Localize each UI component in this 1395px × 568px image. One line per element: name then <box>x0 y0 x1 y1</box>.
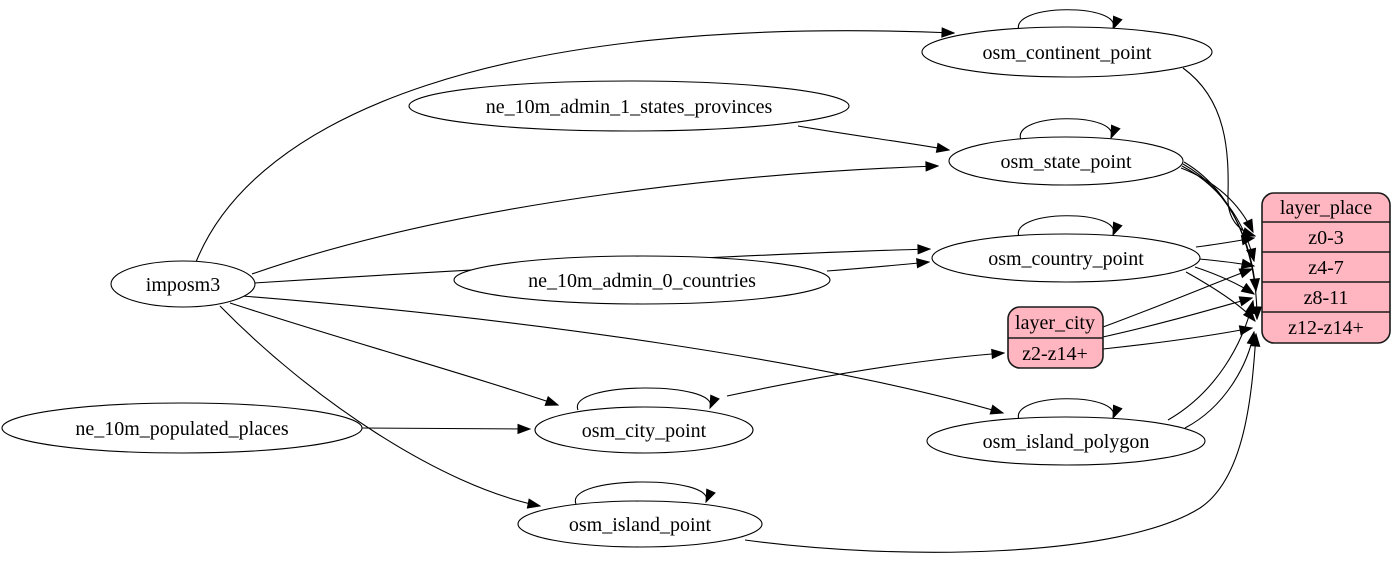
self-loop-osm-island-point <box>575 481 706 505</box>
edge-osm-state-point-to-layer-place-z12-z14 <box>1183 161 1257 319</box>
node-osm-state-point: osm_state_point <box>948 136 1184 186</box>
edge-osm-state-point-to-layer-place-z4-7 <box>1181 165 1254 261</box>
edges <box>195 9 1257 553</box>
node-osm-country-point: osm_country_point <box>931 233 1201 283</box>
edge-imposm3-to-osm-island-polygon <box>241 295 1003 413</box>
node-osm-continent-point-shape <box>921 26 1213 78</box>
record-layer-city-title: layer_city <box>1015 312 1095 334</box>
record-layer-place-row-z12-z14: z12-z14+ <box>1288 317 1364 339</box>
node-osm-country-point-shape <box>931 233 1201 283</box>
node-ne-10m-admin-0-countries-shape <box>453 255 831 305</box>
node-imposm3-shape <box>110 260 256 308</box>
node-osm-continent-point: osm_continent_point <box>921 26 1213 78</box>
node-osm-island-point-shape <box>517 500 763 548</box>
node-osm-island-polygon-shape <box>926 416 1206 466</box>
edge-layer-city-to-layer-place-z4-7 <box>1102 268 1252 328</box>
node-imposm3: imposm3 <box>110 260 256 308</box>
node-ne-10m-admin-0-countries: ne_10m_admin_0_countries <box>453 255 831 305</box>
node-osm-state-point-label: osm_state_point <box>1000 151 1132 173</box>
edge-ne-10m-admin-0-countries-to-osm-country-point <box>826 262 929 272</box>
node-ne-10m-populated-places-shape <box>1 402 363 454</box>
record-layer-city: layer_city z2-z14+ <box>1007 306 1104 369</box>
edge-imposm3-to-osm-state-point <box>251 166 938 275</box>
record-layer-place-row-z4-7: z4-7 <box>1308 257 1344 279</box>
node-imposm3-label: imposm3 <box>146 274 220 296</box>
self-loop-osm-island-polygon <box>1017 398 1113 421</box>
record-layer-place-row-z8-11: z8-11 <box>1304 287 1349 309</box>
record-layer-place-box <box>1261 192 1391 344</box>
node-ne-10m-admin-1-states-provinces-shape <box>408 80 850 132</box>
node-osm-city-point-label: osm_city_point <box>582 420 707 442</box>
edge-osm-country-point-to-layer-place-z4-7 <box>1198 258 1254 266</box>
edge-layer-city-to-layer-place-z8-11 <box>1102 298 1252 338</box>
node-osm-island-polygon-label: osm_island_polygon <box>983 431 1150 453</box>
record-layer-place-title: layer_place <box>1280 197 1372 219</box>
self-loop-osm-city-point <box>577 387 710 411</box>
edge-osm-state-point-to-layer-place-z0-3 <box>1180 167 1253 232</box>
edge-imposm3-to-osm-island-point <box>219 305 540 506</box>
self-loop-osm-state-point <box>1019 118 1112 141</box>
self-loop-osm-continent-point <box>1017 9 1113 32</box>
node-osm-country-point-label: osm_country_point <box>988 248 1144 270</box>
edge-osm-country-point-to-layer-place-z12-z14 <box>1185 271 1255 321</box>
node-osm-island-point-label: osm_island_point <box>569 514 712 536</box>
node-osm-continent-point-label: osm_continent_point <box>983 42 1152 64</box>
node-ne-10m-populated-places-label: ne_10m_populated_places <box>75 418 288 440</box>
node-osm-city-point: osm_city_point <box>534 406 754 454</box>
node-osm-state-point-shape <box>948 136 1184 186</box>
node-ne-10m-admin-1-states-provinces-label: ne_10m_admin_1_states_provinces <box>486 96 773 118</box>
edge-imposm3-to-osm-continent-point <box>195 31 954 263</box>
node-osm-island-point: osm_island_point <box>517 500 763 548</box>
node-ne-10m-admin-0-countries-label: ne_10m_admin_0_countries <box>528 270 756 292</box>
record-layer-place-row-z0-3: z0-3 <box>1308 227 1344 249</box>
edge-imposm3-to-osm-city-point <box>229 302 558 405</box>
node-osm-city-point-shape <box>534 406 754 454</box>
record-layer-place: layer_place z0-3 z4-7 z8-11 z12-z14+ <box>1261 192 1391 344</box>
edge-ne-10m-admin-1-states-provinces-to-osm-state-point <box>797 125 949 150</box>
node-osm-island-polygon: osm_island_polygon <box>926 416 1206 466</box>
edge-osm-island-point-to-layer-place-z12-z14 <box>744 334 1256 553</box>
edge-osm-city-point-to-layer-city-z2-z14 <box>726 353 1004 397</box>
edge-osm-island-polygon-to-layer-place-z12-z14 <box>1184 332 1254 429</box>
edge-layer-city-to-layer-place-z12-z14 <box>1102 328 1252 350</box>
record-layer-city-row-z2-z14: z2-z14+ <box>1022 343 1088 365</box>
edge-osm-continent-point-to-layer-place-z0-3 <box>1182 67 1255 236</box>
edge-ne-10m-populated-places-to-osm-city-point <box>361 428 530 429</box>
node-ne-10m-populated-places: ne_10m_populated_places <box>1 402 363 454</box>
edge-osm-country-point-to-layer-place-z0-3 <box>1195 238 1254 248</box>
self-loop-osm-country-point <box>1017 215 1113 238</box>
edge-osm-country-point-to-layer-place-z8-11 <box>1194 266 1254 294</box>
edge-osm-island-polygon-to-layer-place-z8-11 <box>1167 301 1253 421</box>
node-ne-10m-admin-1-states-provinces: ne_10m_admin_1_states_provinces <box>408 80 850 132</box>
